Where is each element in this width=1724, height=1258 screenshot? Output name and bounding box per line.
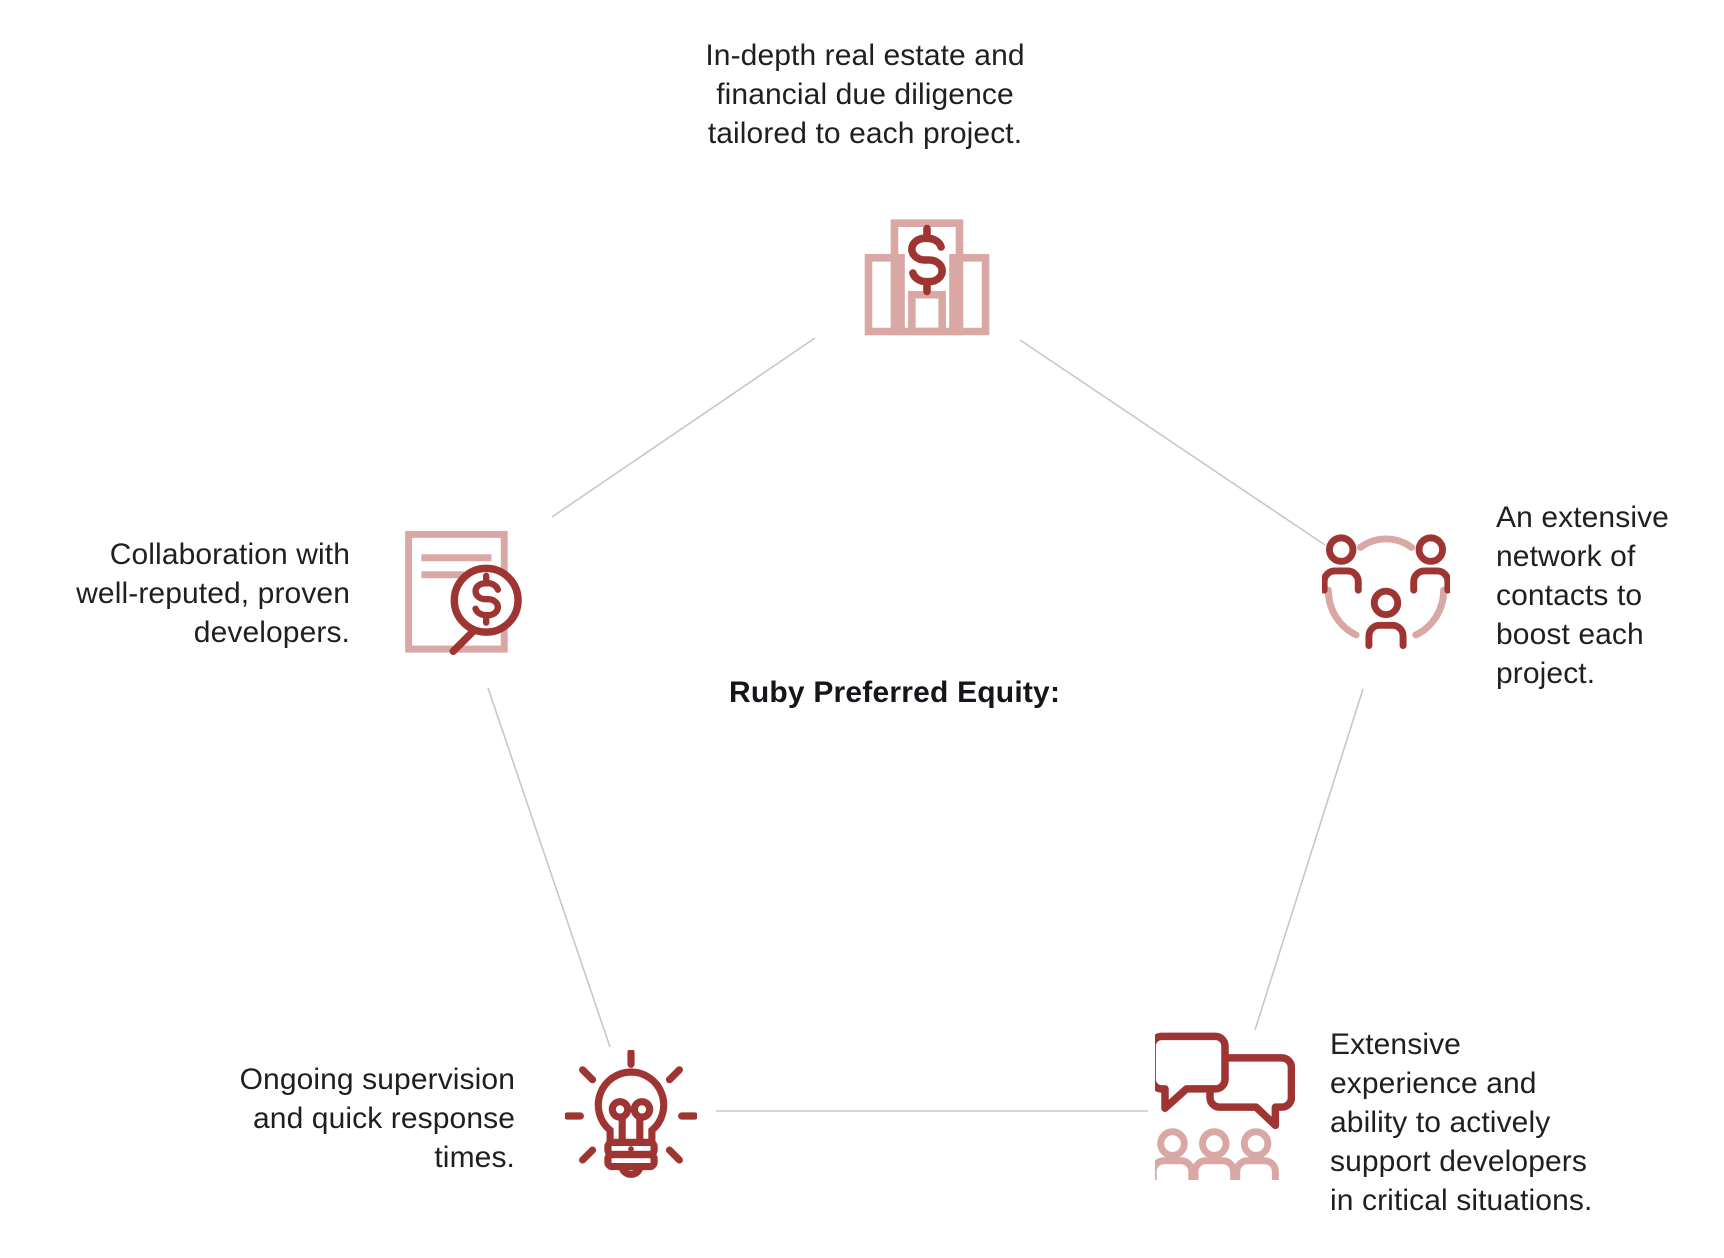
caption-due-diligence: In-depth real estate and financial due d… bbox=[705, 39, 1025, 150]
caption-support: Extensive experience and ability to acti… bbox=[1330, 1028, 1593, 1217]
lightbulb-idea-icon bbox=[563, 1048, 699, 1182]
page-title: Ruby Preferred Equity: bbox=[729, 676, 1061, 709]
caption-supervision: Ongoing supervision and quick response t… bbox=[239, 1063, 515, 1174]
people-network-icon bbox=[1320, 524, 1452, 652]
speech-bubbles-audience-icon bbox=[1148, 1030, 1296, 1184]
caption-developers: Collaboration with well-reputed, proven … bbox=[76, 538, 350, 649]
bank-building-dollar-icon bbox=[862, 208, 992, 338]
caption-network: An extensive network of contacts to boos… bbox=[1496, 501, 1669, 690]
document-magnifier-dollar-icon bbox=[402, 528, 530, 664]
